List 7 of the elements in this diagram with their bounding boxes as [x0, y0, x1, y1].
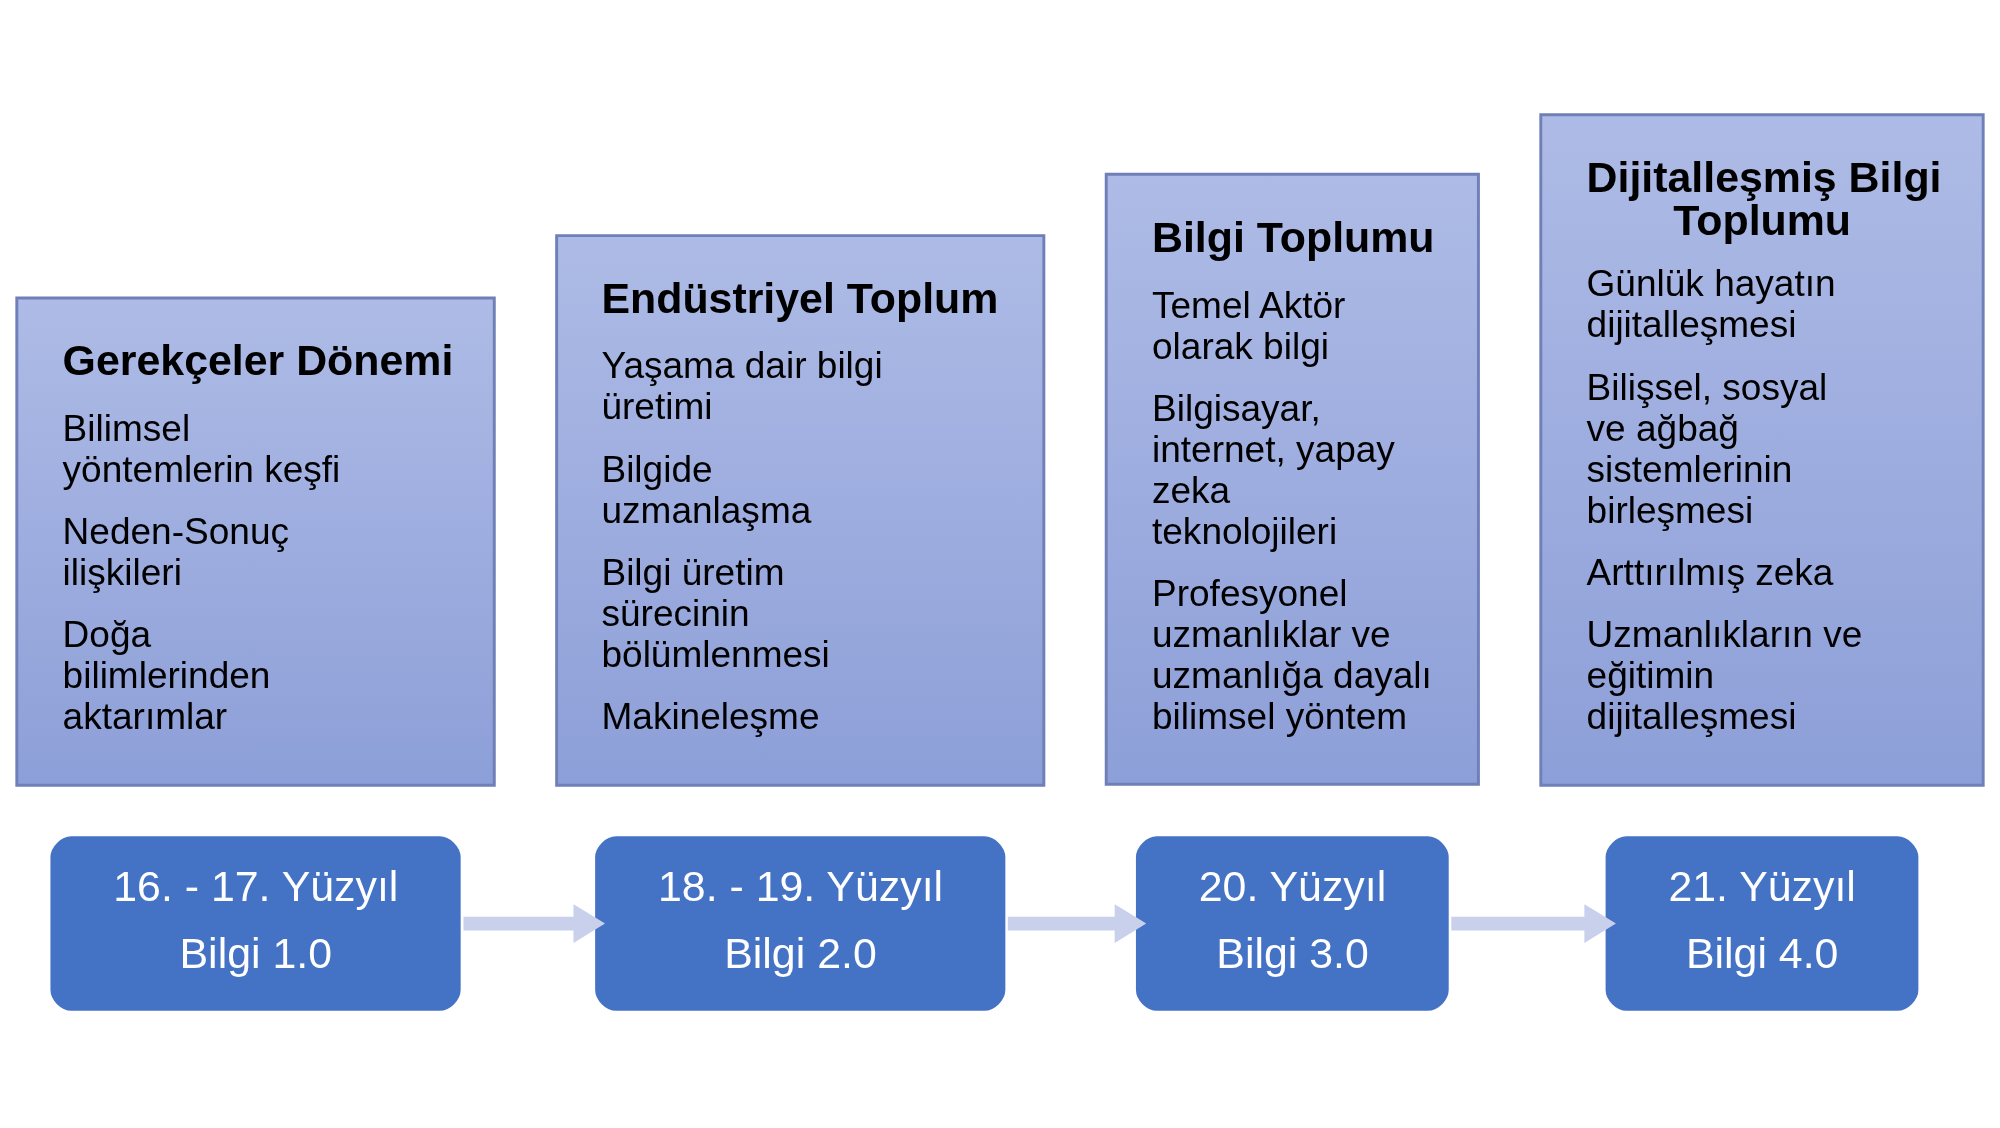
- arrow: [1451, 904, 1616, 943]
- node-box: Gerekçeler Dönemi Bilimsel yöntemlerin keşfi Neden-Sonuç ilişkileri Doğa bilimlerinden aktarımlar: [15, 296, 496, 787]
- node-box: Dijitalleşmiş Bilgi Toplumu Günlük hayatın dijitalleşmesi Bilişsel, sosyal ve ağbağ sistemlerinin birleşmesi Arttırılmış zeka Uzmanlıkların ve eğitimin dijitalleşmesi: [1539, 113, 1985, 787]
- node-box: Bilgi Toplumu Temel Aktör olarak bilgi Bilgisayar, internet, yapay zeka teknolojileri Profesyonel uzmanlıklar ve uzmanlığa dayalı bilimsel yöntem: [1104, 172, 1480, 786]
- node-box: Endüstriyel Toplum Yaşama dair bilgi üretimi Bilgide uzmanlaşma Bilgi üretim sürecinin bölümlenmesi Makineleşme: [555, 234, 1046, 787]
- arrow: [1007, 904, 1147, 943]
- arrow: [463, 904, 606, 943]
